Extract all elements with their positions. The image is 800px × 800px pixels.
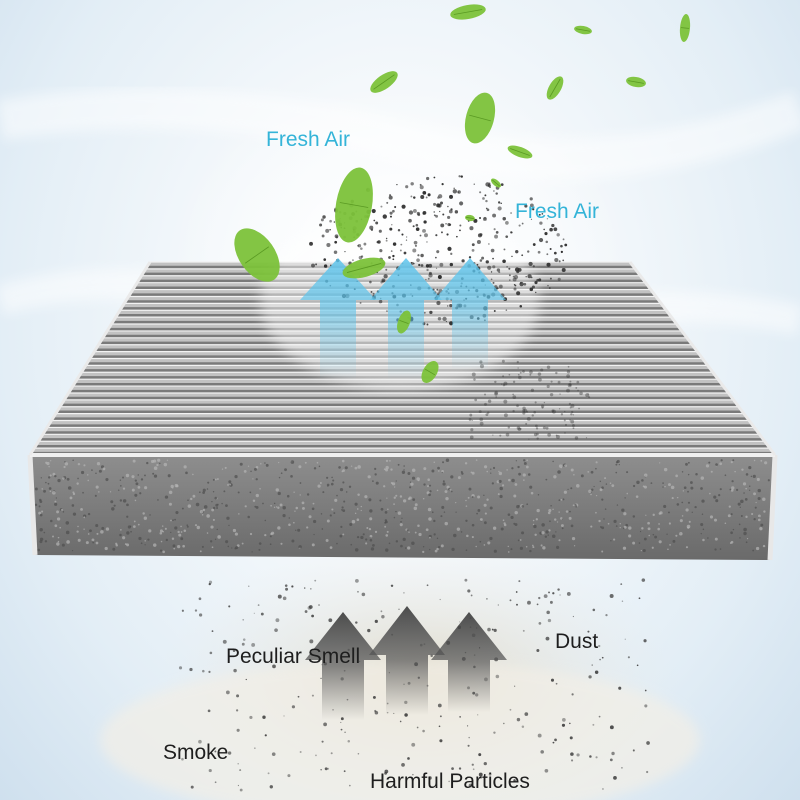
smoke-label: Smoke: [163, 741, 229, 764]
dust-label: Dust: [555, 630, 599, 653]
peculiar-smell-label: Peculiar Smell: [226, 645, 361, 668]
fresh-air-label-right: Fresh Air: [515, 200, 600, 223]
dirty-air-arrows: [305, 606, 507, 720]
harmful-particles-label: Harmful Particles: [370, 770, 530, 793]
leaf-icon: [234, 4, 691, 383]
fresh-air-label-left: Fresh Air: [266, 128, 351, 151]
